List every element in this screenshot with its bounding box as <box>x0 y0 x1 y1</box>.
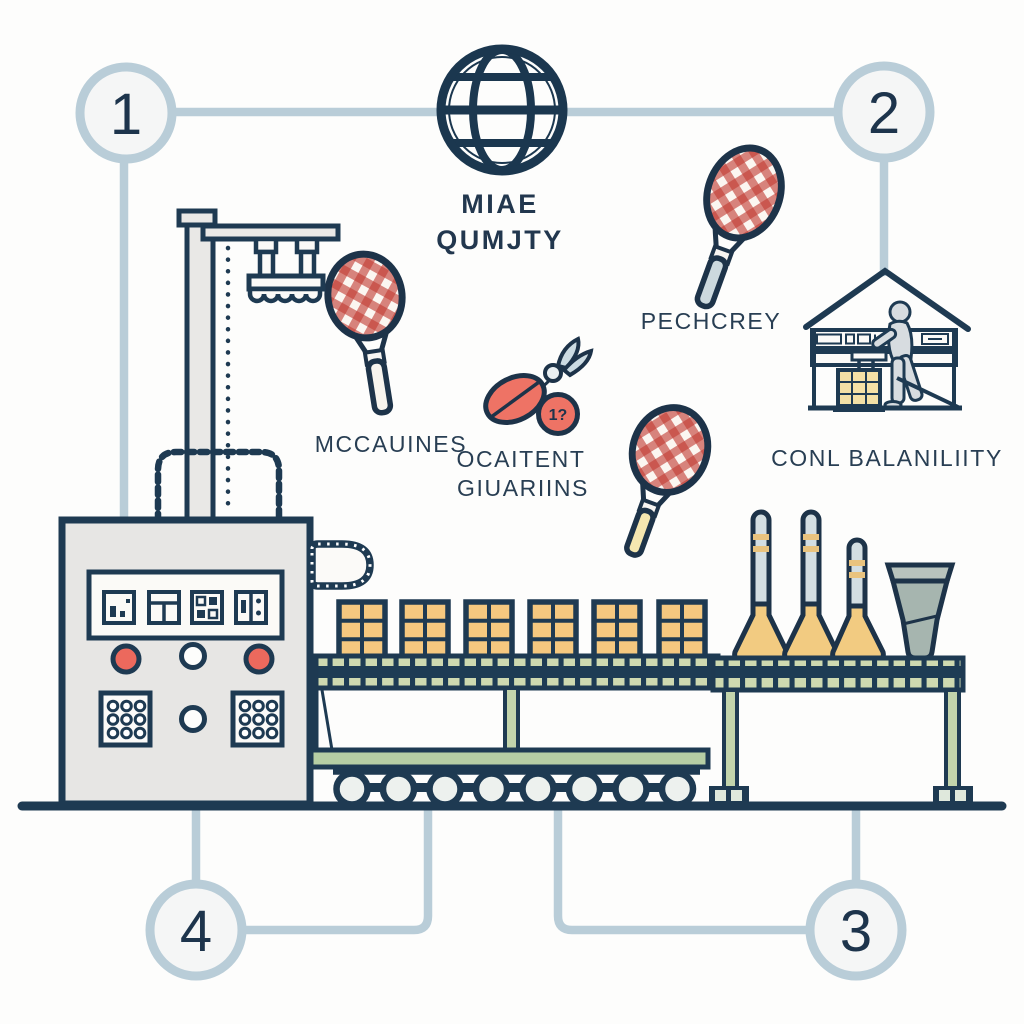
roller <box>426 770 464 808</box>
cargo-box-dividers <box>339 602 705 658</box>
label-materials-line2: GIUARIINS <box>457 475 589 501</box>
table-foot-right <box>933 786 973 805</box>
white-button-top <box>179 642 207 670</box>
roof <box>803 267 971 332</box>
workbench-markings <box>816 333 949 345</box>
dashed-enclosure <box>154 448 283 525</box>
materials-icon: 1? <box>483 336 594 436</box>
roller <box>612 770 650 808</box>
display-screen <box>86 569 285 641</box>
gripper-head-icon <box>246 236 326 304</box>
racket-mid-left-icon <box>324 250 406 416</box>
flask-icon-2 <box>782 509 840 663</box>
roller <box>565 770 604 808</box>
belt-platform <box>308 747 711 770</box>
red-button-right <box>243 643 275 675</box>
belt-left-slant <box>320 689 334 751</box>
step-circles: 1 2 3 4 <box>75 61 935 981</box>
assembly-station-icon <box>803 267 971 412</box>
table-leg-right <box>944 688 961 790</box>
flask-icon-1 <box>732 509 790 663</box>
globe-icon <box>436 44 568 176</box>
step-number-2: 2 <box>868 81 900 146</box>
keypad-left <box>98 690 153 748</box>
roller <box>379 770 418 808</box>
conveyor-belt <box>308 599 721 808</box>
center-title-line2: QUMJTY <box>436 225 564 255</box>
step-circle-1-ring <box>75 62 177 164</box>
table-foot-left <box>709 786 749 805</box>
step-number-4: 4 <box>180 899 212 964</box>
floor-diagonal <box>896 376 959 409</box>
step-circle-2: 2 <box>833 61 935 163</box>
label-racket-mid-left: MCCAUINES <box>315 431 467 457</box>
table-top <box>710 655 966 693</box>
step-number-1: 1 <box>110 82 142 147</box>
count-badge: 1? <box>536 392 580 436</box>
tower-column <box>184 222 216 524</box>
rollers <box>333 770 697 808</box>
roller-axle-bar <box>342 783 684 792</box>
funnel-icon <box>884 562 956 661</box>
connector-step4-right <box>237 803 433 935</box>
belt-band <box>313 653 721 691</box>
racket-center-icon <box>624 404 712 558</box>
belt-center-post <box>503 686 520 752</box>
side-tab <box>308 540 374 590</box>
step-circle-4-ring <box>145 879 247 981</box>
shuttlecock-icon <box>543 336 594 383</box>
step-circle-4: 4 <box>145 879 247 981</box>
count-badge-text: 1? <box>549 407 568 424</box>
label-assembly: CONL BALANILIITY <box>771 445 1003 471</box>
roller <box>333 770 371 808</box>
table-leg-left <box>722 688 739 790</box>
cargo-boxes <box>336 599 708 661</box>
step-circle-3: 3 <box>805 879 907 981</box>
roller <box>519 770 557 808</box>
bench-tool-icon <box>850 350 888 369</box>
roller <box>472 770 511 808</box>
racket-top-right-icon <box>694 144 785 310</box>
flask-icon-3 <box>830 537 886 663</box>
label-racket-top-right: PECHCREY <box>641 308 782 334</box>
step-circle-2-ring <box>833 61 935 163</box>
red-button-left <box>110 643 142 675</box>
display-glyphs <box>102 590 268 625</box>
factory-machine <box>58 208 374 808</box>
step-circle-1: 1 <box>75 62 177 164</box>
step-circle-3-ring <box>805 879 907 981</box>
step-number-3: 3 <box>840 899 872 964</box>
testing-table <box>709 509 973 805</box>
white-button-bottom <box>179 705 207 733</box>
control-panel <box>86 569 285 748</box>
label-materials-line1: OCAITENT <box>456 446 585 472</box>
roller <box>658 770 697 808</box>
center-title-line1: MIAE <box>461 189 539 219</box>
keypad-right <box>230 690 285 748</box>
material-ellipse-icon <box>483 373 547 425</box>
connector-step3-left <box>553 803 817 935</box>
